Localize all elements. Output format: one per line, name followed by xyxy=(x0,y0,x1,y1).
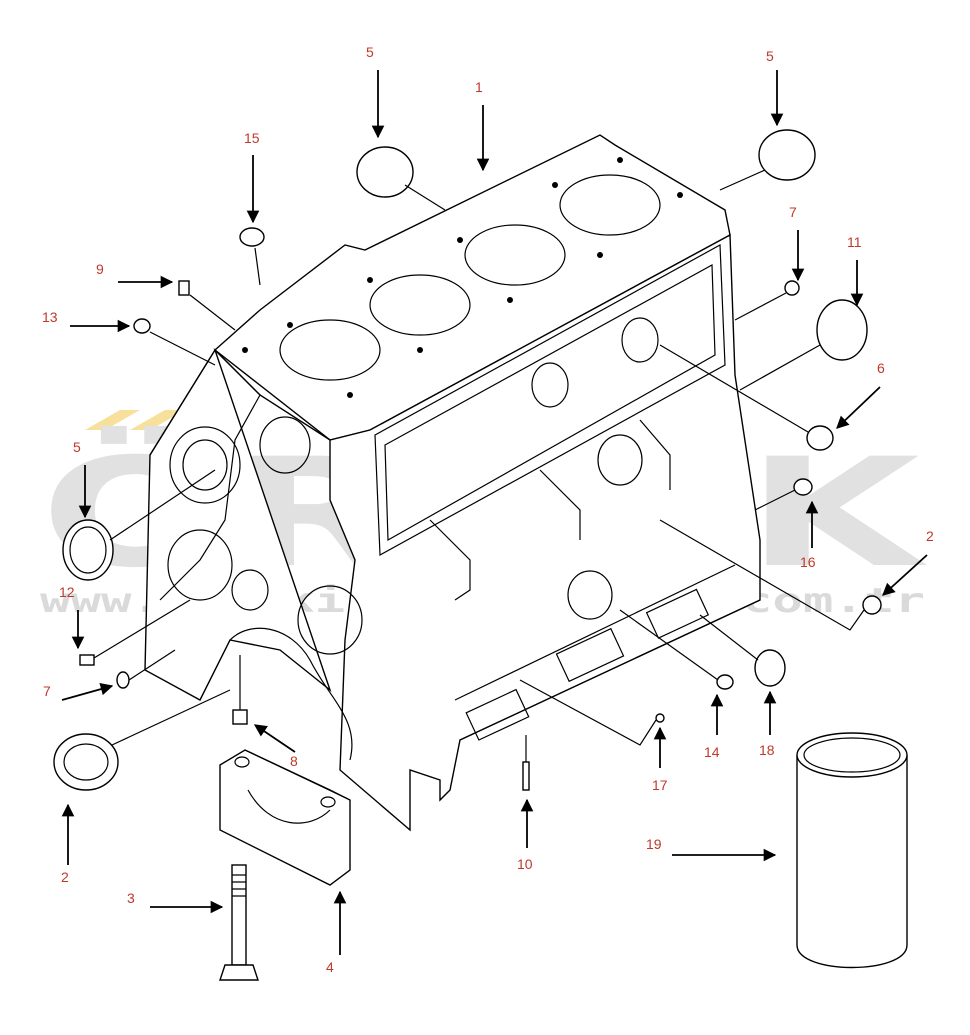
callout-17: 17 xyxy=(652,777,668,793)
callout-11: 11 xyxy=(847,234,862,250)
expansion-plug-5a xyxy=(356,146,414,198)
callout-2-left: 2 xyxy=(61,869,69,885)
callout-12: 12 xyxy=(59,584,75,600)
expansion-plug-5b xyxy=(758,129,816,181)
callout-16: 16 xyxy=(800,554,816,570)
callout-2-right: 2 xyxy=(926,528,934,544)
callout-19: 19 xyxy=(646,836,662,852)
engine-block xyxy=(144,134,761,832)
callout-9: 9 xyxy=(96,261,104,277)
callout-13: 13 xyxy=(42,309,58,325)
parts xyxy=(53,129,908,981)
callout-3: 3 xyxy=(127,890,135,906)
callout-6: 6 xyxy=(877,360,885,376)
callout-labels: 1 2 2 3 4 5 5 5 6 7 7 8 9 10 11 12 13 14… xyxy=(42,44,934,975)
callout-5-left: 5 xyxy=(73,439,81,455)
callout-15: 15 xyxy=(244,130,260,146)
callout-4: 4 xyxy=(326,959,334,975)
callout-7-left: 7 xyxy=(43,683,51,699)
callout-8: 8 xyxy=(290,753,298,769)
callout-10: 10 xyxy=(517,856,533,872)
callout-5-top-right: 5 xyxy=(766,48,774,64)
leader-arrows xyxy=(61,70,928,955)
callout-18: 18 xyxy=(759,742,775,758)
callout-1: 1 xyxy=(475,79,483,95)
callout-5-top-left: 5 xyxy=(366,44,374,60)
callout-14: 14 xyxy=(704,744,720,760)
callout-7-right: 7 xyxy=(789,204,797,220)
